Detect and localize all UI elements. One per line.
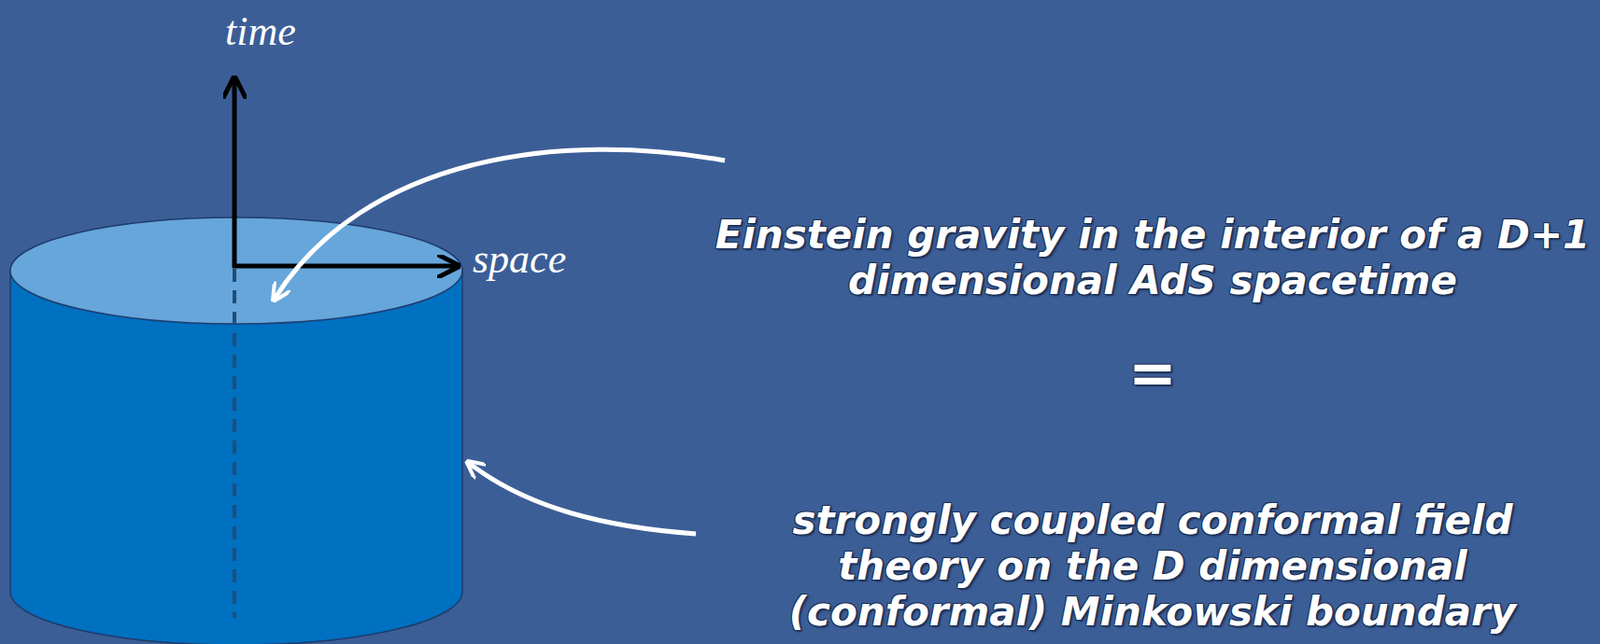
- axis-label: time: [225, 9, 297, 55]
- space-axis: [232, 264, 456, 270]
- axis-label: space: [472, 237, 567, 283]
- equals-sign: =: [1128, 341, 1177, 406]
- annotation-text: Einstein gravity in the interior of a D+…: [713, 212, 1592, 304]
- pointer-arrow: [468, 463, 696, 535]
- time-axis: [232, 80, 238, 269]
- cylinder-body: [10, 270, 463, 644]
- annotation-text: strongly coupled conformal field theory …: [713, 497, 1592, 636]
- dashed-axis: [232, 269, 237, 619]
- pointer-arrow: [274, 149, 725, 299]
